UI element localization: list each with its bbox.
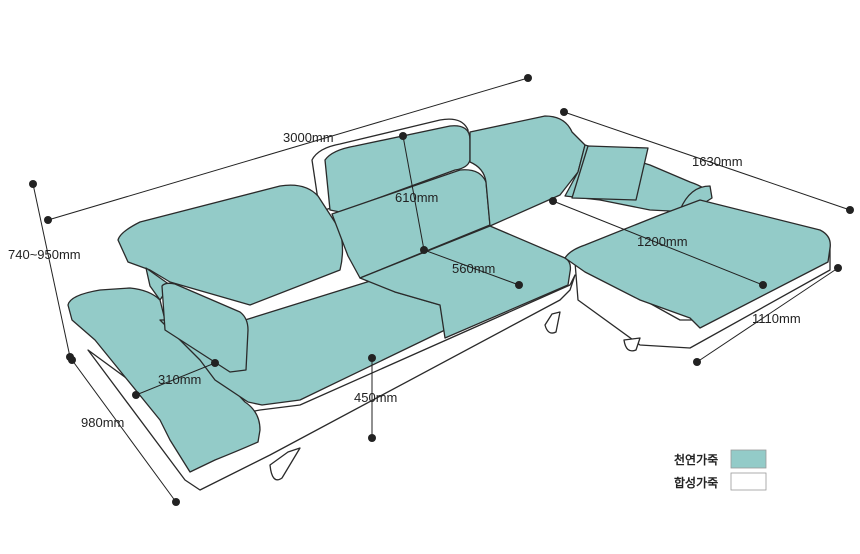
label-armrest: 310mm xyxy=(158,372,201,387)
label-depth: 980mm xyxy=(81,415,124,430)
legend-synthetic-leather-swatch xyxy=(730,472,767,491)
legend-natural-leather-label: 천연가죽 xyxy=(674,452,718,467)
dimension-lines xyxy=(29,74,854,506)
label-chaise-width: 1110mm xyxy=(752,311,801,326)
label-total-width: 3000mm xyxy=(283,130,334,145)
label-chaise-seat: 1200mm xyxy=(637,234,688,249)
sofa-leather xyxy=(67,115,831,473)
legend-synthetic-leather-label: 합성가죽 xyxy=(674,475,718,490)
label-seat-height: 450mm xyxy=(354,390,397,405)
label-seat-depth: 560mm xyxy=(452,261,495,276)
legend: 천연가죽 합성가죽 xyxy=(674,449,767,491)
label-height: 740~950mm xyxy=(8,247,81,262)
label-chaise-length: 1630mm xyxy=(692,154,743,169)
legend-natural-leather-swatch xyxy=(730,449,767,469)
dimension-labels: 3000mm 1630mm 740~950mm 610mm 560mm 1200… xyxy=(8,130,801,430)
label-backrest: 610mm xyxy=(395,190,438,205)
